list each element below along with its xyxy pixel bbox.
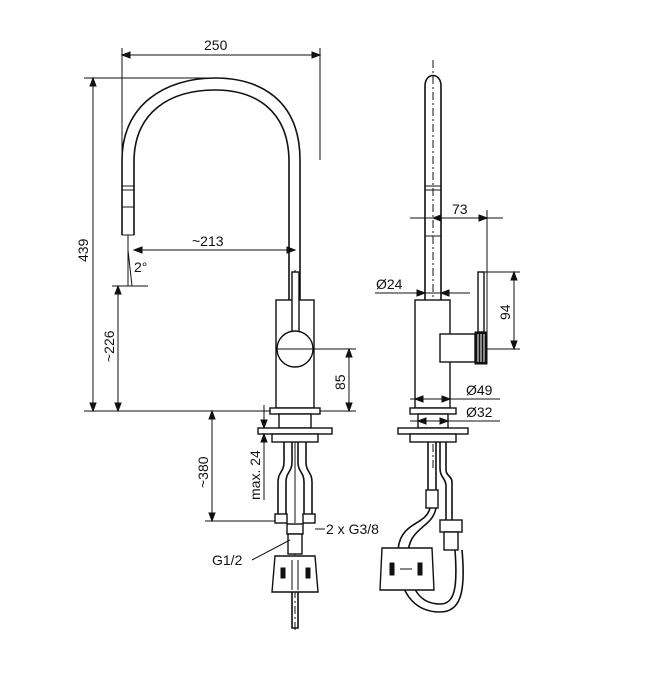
dim-body-diameter: Ø49	[466, 382, 493, 398]
dim-spout-height: ~226	[101, 330, 117, 362]
dim-reach: ~213	[192, 233, 224, 249]
dim-handle-offset: 73	[452, 201, 468, 217]
hose-weight	[271, 555, 319, 593]
dim-base-diameter: Ø32	[466, 404, 493, 420]
dim-height-total: 439	[75, 238, 91, 262]
dim-handle-height: 85	[332, 374, 348, 390]
spout-inner	[133, 89, 290, 300]
dim-angle: 2°	[134, 259, 147, 275]
dim-width-total: 250	[204, 37, 228, 53]
dim-spout-diameter: Ø24	[376, 276, 403, 292]
dim-supply: 2 x G3/8	[326, 521, 379, 537]
dim-under-counter: ~380	[195, 456, 211, 488]
front-dimensions: 250 439 ~213 2° ~226 85	[75, 37, 379, 568]
front-view	[121, 77, 333, 630]
dim-inlet: G1/2	[212, 552, 243, 568]
side-hose-loop	[397, 507, 464, 613]
dim-max-thickness: max. 24	[247, 450, 263, 500]
dim-handle-length: 94	[497, 304, 513, 320]
side-view	[379, 60, 488, 613]
spout-outer	[121, 77, 301, 300]
side-spout	[424, 74, 442, 300]
handle-lever	[291, 271, 300, 333]
counter-plate	[257, 427, 333, 435]
side-dimensions: 73 94 Ø24 Ø49 Ø32	[375, 201, 520, 425]
